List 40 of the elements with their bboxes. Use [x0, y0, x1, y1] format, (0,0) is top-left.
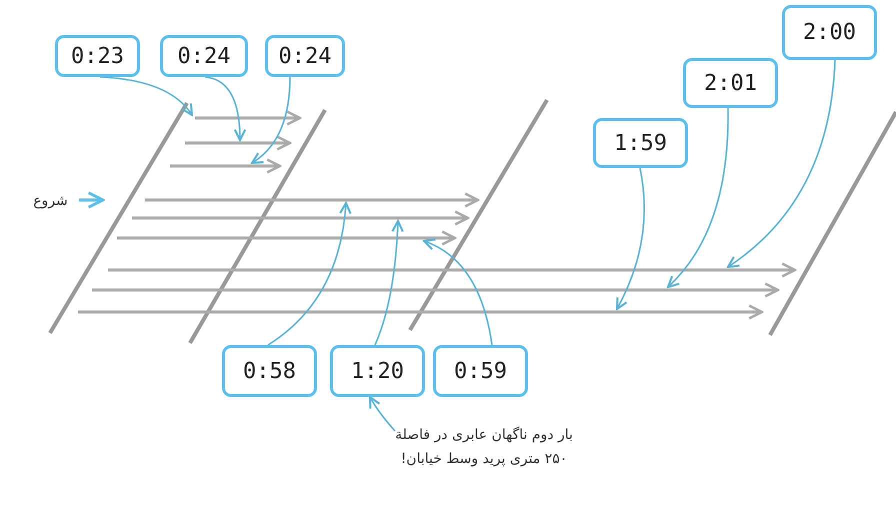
- leader-arrow: [268, 202, 352, 346]
- leader-arrow: [422, 239, 493, 346]
- lap-track: [108, 262, 796, 278]
- time-box: [160, 35, 248, 77]
- leader-arrow: [204, 76, 246, 142]
- lap-track: [145, 192, 480, 208]
- time-box: [330, 345, 425, 397]
- start-arrow: [79, 191, 104, 209]
- lap-track: [132, 210, 470, 226]
- lap-time: 0:24: [278, 44, 332, 68]
- leader-arrow: [368, 396, 396, 432]
- lap-time: 0:58: [243, 358, 296, 384]
- leader-arrow: [100, 76, 194, 116]
- lap-track: [117, 230, 456, 246]
- lap-track: [195, 110, 302, 126]
- lap-time: 0:23: [71, 44, 124, 68]
- time-box: [433, 345, 528, 397]
- lap-time: 0:59: [454, 358, 507, 384]
- leader-arrow: [374, 220, 404, 346]
- lap-track: [170, 158, 282, 174]
- lap-track: [185, 135, 292, 151]
- lap-time: 1:20: [351, 358, 404, 384]
- lap-time: 2:00: [803, 20, 856, 45]
- note-text: بار دوم ناگهان عابری در فاصلة ۲۵۰ متری پرید وسط خیابان!: [388, 423, 580, 479]
- leader-arrow: [666, 108, 729, 288]
- time-box: [782, 5, 877, 60]
- start-label: شروع: [28, 189, 73, 211]
- leader-arrow: [726, 60, 836, 268]
- lap-track: [92, 282, 780, 298]
- leader-arrow: [250, 76, 291, 164]
- time-box: [593, 118, 688, 168]
- time-box: [683, 58, 778, 108]
- time-box: [55, 35, 140, 77]
- lap-time: 2:01: [704, 70, 757, 96]
- time-box: [222, 345, 317, 397]
- lap-track: [78, 304, 764, 320]
- lap-time: 1:59: [614, 130, 667, 156]
- leader-arrow: [616, 168, 645, 310]
- lap-time: 0:24: [178, 44, 230, 68]
- time-box: [265, 35, 345, 77]
